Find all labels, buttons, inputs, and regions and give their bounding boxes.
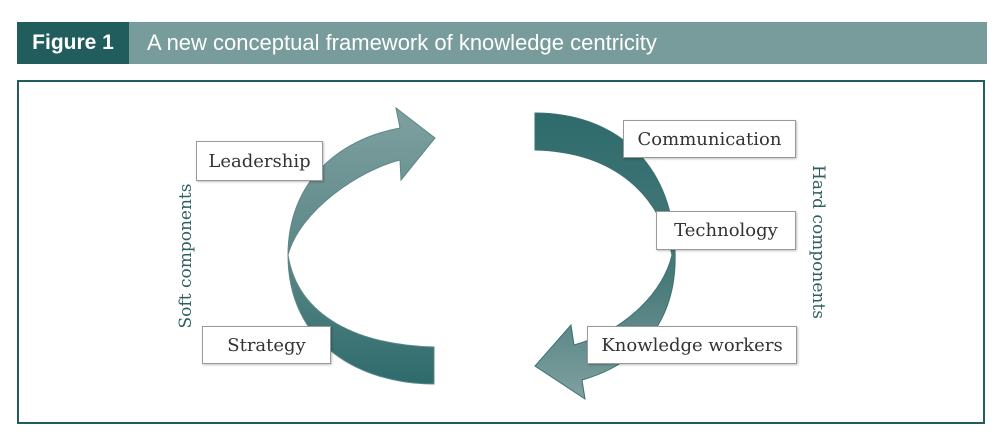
soft-cycle-arrow [287,106,436,385]
diagram-frame [17,80,985,424]
leadership-box: Leadership [196,141,323,181]
strategy-box: Strategy [202,326,331,364]
communication-box: Communication [623,120,796,158]
technology-box: Technology [656,211,796,250]
knowledge-workers-box: Knowledge workers [587,326,797,364]
figure-title: A new conceptual framework of knowledge … [147,30,657,55]
hard-components-label: Hard components [808,165,828,319]
soft-components-label: Soft components [176,183,196,329]
figure-header: Figure 1 A new conceptual framework of k… [17,22,987,64]
figure-label: Figure 1 [17,22,129,64]
